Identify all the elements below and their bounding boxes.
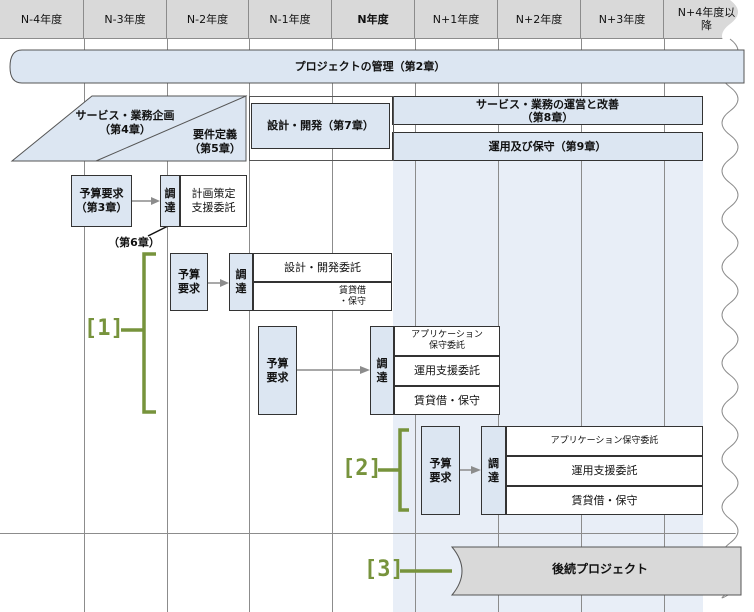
lease-maintenance-1: 賃貸借 ・保守 bbox=[253, 282, 392, 311]
project-management-banner-shape bbox=[9, 49, 745, 84]
year-header-n+3: N+3年度 bbox=[581, 0, 664, 39]
operation-support-contract-3: 運用支援委託 bbox=[506, 456, 703, 486]
design-development-phase: 設計・開発（第7章） bbox=[251, 103, 390, 149]
year-header-n-4: N-4年度 bbox=[0, 0, 84, 39]
grid-line bbox=[498, 39, 499, 612]
planning-support-contract: 計画策定 支援委託 bbox=[180, 175, 247, 227]
year-header-n+1: N+1年度 bbox=[415, 0, 498, 39]
procurement-box-1: 調 達 bbox=[229, 253, 253, 311]
year-header-n-1: N-1年度 bbox=[249, 0, 332, 39]
operation-improvement-phase: サービス・業務の運営と改善 （第8章） bbox=[392, 96, 703, 125]
procurement-box-2: 調 達 bbox=[370, 326, 394, 415]
procurement-box-3: 調 達 bbox=[481, 426, 506, 515]
grid-line bbox=[332, 39, 333, 612]
app-maintenance-contract-3: アプリケーション保守委託 bbox=[506, 426, 703, 456]
bracket-3-label: [3] bbox=[364, 557, 404, 582]
budget-request-2: 予算 要求 bbox=[258, 326, 297, 415]
app-maintenance-contract-2: アプリケーション 保守委託 bbox=[394, 326, 500, 356]
design-dev-contract: 設計・開発委託 bbox=[253, 253, 392, 282]
grid-line bbox=[84, 39, 85, 612]
bracket-1-shape bbox=[142, 252, 156, 414]
year-header-n+2: N+2年度 bbox=[498, 0, 581, 39]
grid-line bbox=[167, 39, 168, 612]
grid-line bbox=[249, 39, 250, 612]
grid-line bbox=[581, 39, 582, 612]
wavy-break bbox=[722, 0, 754, 612]
operation-maintenance-phase: 運用及び保守（第9章） bbox=[392, 132, 703, 161]
requirements-shape bbox=[95, 95, 247, 162]
service-planning-label: サービス・業務企画 （第4章） bbox=[75, 109, 175, 136]
lease-maintenance-2: 賃貸借・保守 bbox=[394, 386, 500, 415]
operation-support-contract-2: 運用支援委託 bbox=[394, 356, 500, 386]
year-header-n-3: N-3年度 bbox=[84, 0, 167, 39]
grid-line bbox=[664, 39, 665, 612]
grid-line bbox=[415, 39, 416, 612]
bracket-1-label: [1] bbox=[84, 316, 124, 341]
bracket-2-label: [2] bbox=[342, 456, 382, 481]
successor-project-label: 後続プロジェクト bbox=[551, 562, 648, 576]
bracket-2-shape bbox=[398, 428, 409, 512]
year-header-n-2: N-2年度 bbox=[167, 0, 249, 39]
grid-line-horizontal bbox=[0, 533, 754, 534]
successor-project-shape bbox=[450, 546, 742, 596]
lease-maintenance-3: 賃貸借・保守 bbox=[506, 486, 703, 515]
project-management-label: プロジェクトの管理（第2章） bbox=[294, 60, 446, 73]
design-dev-frame bbox=[249, 96, 394, 161]
budget-request-ch3: 予算要求 （第3章） bbox=[71, 175, 132, 227]
requirements-label: 要件定義 （第5章） bbox=[189, 128, 241, 155]
procurement-box: 調 達 bbox=[160, 175, 180, 227]
chapter6-label: （第6章） bbox=[108, 236, 160, 249]
budget-request-3: 予算 要求 bbox=[421, 426, 460, 515]
budget-request-1: 予算 要求 bbox=[170, 253, 208, 311]
year-header-n: N年度 bbox=[332, 0, 415, 39]
wavy-line bbox=[721, 38, 739, 599]
